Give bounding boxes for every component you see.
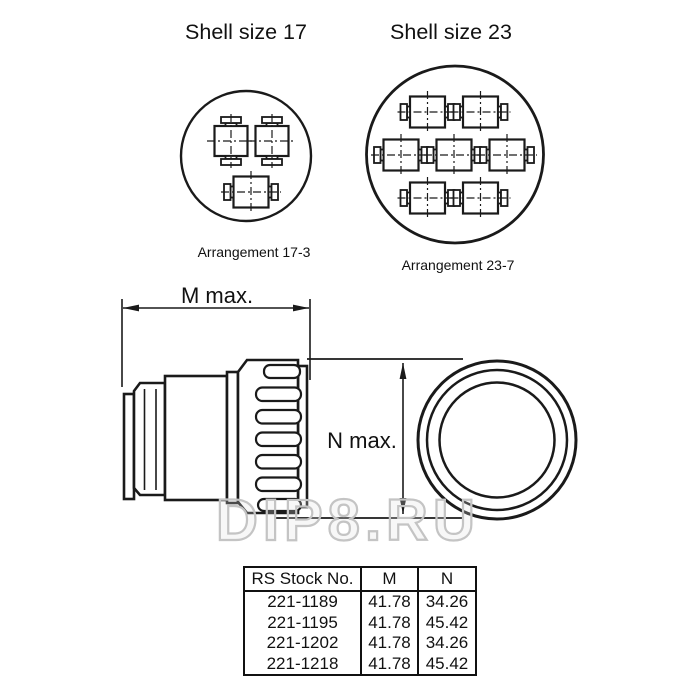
contact-icon: [369, 132, 433, 178]
table-header-cell: M: [360, 567, 418, 592]
shell-17-circle: [179, 89, 313, 223]
contact-icon: [475, 132, 539, 178]
table-header-cell: N: [417, 567, 476, 592]
shell-23-circle: [365, 64, 545, 245]
shell-23-arrangement-label: Arrangement 23-7: [401, 257, 515, 273]
shell-23-title: Shell size 23: [390, 20, 512, 44]
contact-icon: [396, 175, 459, 221]
contact-icon: [246, 112, 298, 170]
connector-side-view: [122, 358, 309, 515]
table-cell: 41.78: [360, 591, 418, 613]
table-cell: 221-1195: [267, 612, 338, 632]
table-cell: 221-1202: [266, 633, 339, 652]
contact-icon: [422, 132, 486, 178]
table-cell: 34.26: [417, 591, 476, 613]
shell-23-arrangement-diagram: [365, 64, 545, 245]
table-cell: 41.78: [360, 612, 418, 633]
table-cell: 41.78: [360, 633, 418, 654]
shell-17-title: Shell size 17: [185, 20, 307, 44]
contact-icon: [219, 169, 283, 215]
shell-17-arrangement-label: Arrangement 17-3: [197, 244, 311, 260]
contact-icon: [205, 112, 257, 170]
table-cell: 45.42: [417, 612, 476, 633]
dimension-m-label: M max.: [180, 283, 254, 308]
dimension-n-label: N max.: [327, 428, 397, 453]
table-cell: 41.78: [360, 653, 418, 675]
table-cell: 34.26: [417, 633, 476, 654]
contact-icon: [449, 89, 512, 135]
connector-front-view: [416, 359, 578, 521]
contact-icon: [449, 175, 512, 221]
watermark: DIP8.RU: [215, 488, 480, 553]
table-header-cell: RS Stock No.: [244, 567, 361, 592]
dimension-lines: [121, 299, 463, 519]
shell-17-arrangement-diagram: [179, 89, 313, 223]
table-cell: 45.42: [417, 653, 476, 675]
table-cell: 221-1189: [267, 592, 338, 611]
contact-icon: [396, 89, 459, 135]
table-cell: 221-1218: [266, 653, 339, 673]
